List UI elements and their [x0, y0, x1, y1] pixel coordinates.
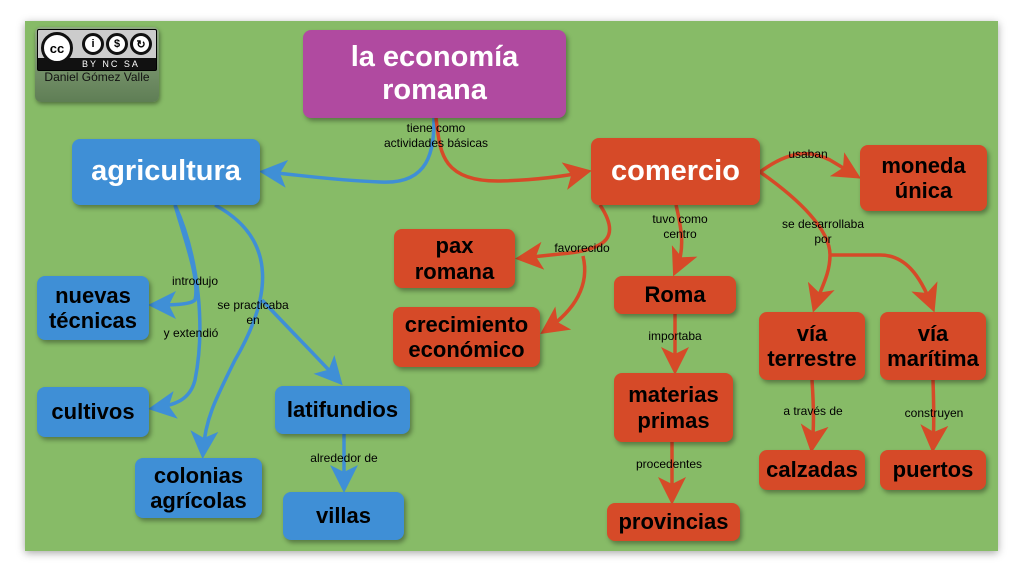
label-se-practicaba: se practicaba en [217, 298, 289, 327]
node-pax-romana[interactable]: pax romana [394, 229, 515, 288]
license-badge: cc i $ ↻ BY NC SA Daniel Gómez Valle [35, 27, 159, 102]
node-roma[interactable]: Roma [614, 276, 736, 314]
node-colonias-agricolas[interactable]: colonias agrícolas [135, 458, 262, 518]
node-moneda-unica[interactable]: moneda única [860, 145, 987, 211]
link-via-maritima [830, 253, 938, 313]
node-latifundios[interactable]: latifundios [275, 386, 410, 434]
link-via-terrestre [758, 170, 835, 313]
link-puertos [920, 379, 949, 453]
link-roma [671, 204, 698, 277]
noncommercial-icon: $ [106, 33, 128, 55]
label-y-extendio: y extendió [163, 326, 219, 340]
label-favorecido: favorecido [554, 241, 610, 255]
link-introdujo [148, 204, 198, 319]
node-via-maritima[interactable]: vía marítima [880, 312, 986, 380]
node-nuevas-tecnicas[interactable]: nuevas técnicas [37, 276, 149, 340]
node-provincias[interactable]: provincias [607, 503, 740, 541]
node-calzadas[interactable]: calzadas [759, 450, 865, 490]
node-materias-primas[interactable]: materias primas [614, 373, 733, 442]
label-alrededor-de: alrededor de [310, 451, 378, 465]
node-puertos[interactable]: puertos [880, 450, 986, 490]
attribution-icon: i [82, 33, 104, 55]
link-to-agricultura [259, 117, 436, 188]
link-pax [515, 204, 612, 270]
sharealike-icon: ↻ [130, 33, 152, 55]
link-moneda [758, 151, 862, 179]
label-construyen: construyen [904, 406, 964, 420]
node-title[interactable]: la economía romana [303, 30, 566, 118]
link-latifundios [260, 298, 343, 386]
license-terms: BY NC SA [82, 59, 140, 69]
link-to-comercio [434, 117, 592, 190]
label-tuvo-como-centro: tuvo como centro [652, 212, 708, 241]
node-crecimiento[interactable]: crecimiento económico [393, 307, 540, 367]
link-crecimiento [540, 255, 587, 334]
link-extendio [148, 204, 202, 419]
cc-logo: cc i $ ↻ BY NC SA [37, 29, 157, 71]
node-comercio[interactable]: comercio [591, 138, 760, 205]
link-colonias [190, 203, 265, 459]
node-cultivos[interactable]: cultivos [37, 387, 149, 437]
cc-icon: cc [41, 32, 73, 64]
author-name: Daniel Gómez Valle [44, 70, 150, 84]
label-a-traves-de: a través de [783, 404, 843, 418]
node-via-terrestre[interactable]: vía terrestre [759, 312, 865, 380]
label-procedentes: procedentes [635, 457, 703, 471]
label-introdujo: introdujo [171, 274, 219, 288]
label-tiene-como: tiene como actividades básicas [383, 121, 489, 150]
label-se-desarrollaba: se desarrollaba por [781, 217, 865, 246]
label-importaba: importaba [648, 329, 702, 343]
node-agricultura[interactable]: agricultura [72, 139, 260, 205]
link-calzadas [800, 379, 829, 453]
label-usaban: usaban [788, 147, 828, 161]
node-villas[interactable]: villas [283, 492, 404, 540]
